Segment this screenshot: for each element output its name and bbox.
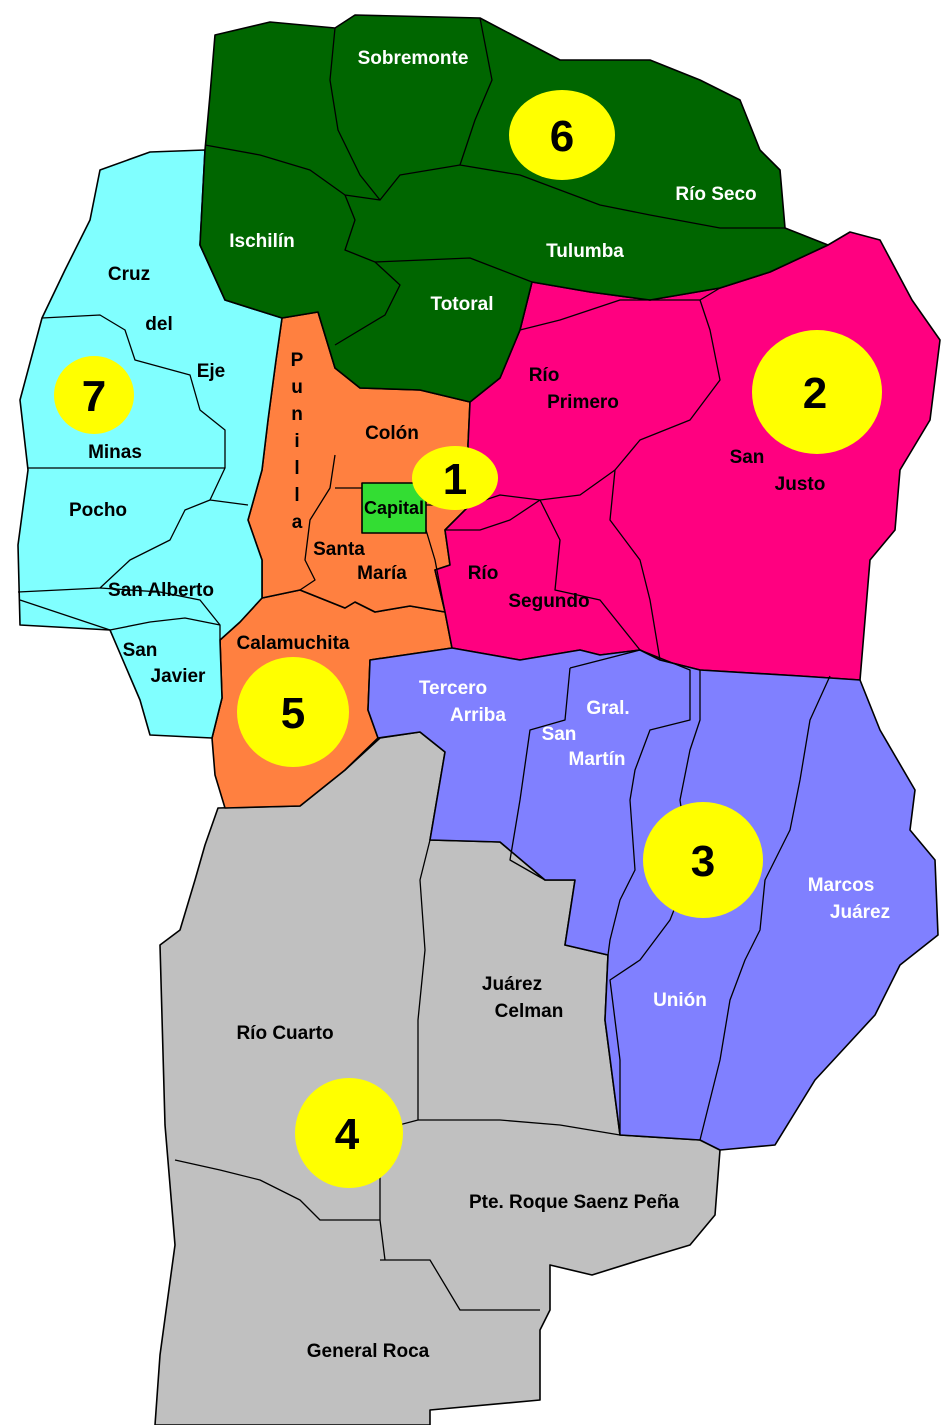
label-gral-1: Gral. [586,698,629,719]
label-sobremonte: Sobremonte [358,48,469,69]
department-borders [17,17,831,1311]
label-gral-2: San [542,724,577,745]
label-gral-3: Martín [569,749,626,770]
label-punilla-letter: l [294,485,299,506]
label-rio-primero-2: Primero [547,392,619,413]
label-union: Unión [653,990,707,1011]
label-juarez-2: Celman [495,1001,564,1022]
label-marcos-2: Juárez [830,902,890,923]
region-marker-1[interactable]: 1 [412,446,498,510]
label-san-alberto: San Alberto [108,580,214,601]
label-santa: Santa [313,539,365,560]
region-3-area[interactable] [367,647,939,1151]
region-marker-label: 2 [803,369,827,418]
department-labels: Sobremonte Río Seco Ischilín Tulumba Tot… [69,48,890,1362]
label-del: del [145,314,172,335]
region-marker-label: 5 [281,689,305,738]
label-san-justo-1: San [730,447,765,468]
label-punilla-letter: l [294,458,299,479]
region-marker-3[interactable]: 3 [643,802,763,918]
label-general-roca: General Roca [307,1341,430,1362]
label-punilla-letter: n [291,404,303,425]
label-javier: Javier [151,666,207,687]
label-eje: Eje [197,361,226,382]
label-cruz: Cruz [108,264,150,285]
label-rio-segundo-2: Segundo [508,591,589,612]
region-marker-label: 1 [443,455,467,504]
label-rio-cuarto: Río Cuarto [236,1023,333,1044]
region-markers: 1 2 3 4 5 6 7 [54,90,882,1188]
label-tulumba: Tulumba [546,241,624,262]
label-tercero-2: Arriba [450,705,506,726]
region-marker-4[interactable]: 4 [295,1078,403,1188]
label-roque-saenz-pena: Pte. Roque Saenz Peña [469,1192,680,1213]
label-pocho: Pocho [69,500,127,521]
region-marker-label: 7 [82,372,106,421]
region-marker-5[interactable]: 5 [237,657,349,767]
label-san-justo-2: Justo [775,474,826,495]
region-marker-label: 6 [550,112,574,161]
label-rio-primero-1: Río [529,365,560,386]
label-punilla-letter: a [292,512,303,533]
label-totoral: Totoral [431,294,494,315]
capital-area[interactable] [361,482,427,534]
region-marker-6[interactable]: 6 [509,90,615,180]
label-marcos-1: Marcos [808,875,875,896]
label-maria: María [357,563,407,584]
label-san: San [123,640,158,661]
label-punilla-letter: P [291,350,304,371]
region-marker-label: 3 [691,837,715,886]
label-tercero-1: Tercero [419,678,487,699]
label-punilla-letter: i [294,431,299,452]
region-marker-label: 4 [335,1110,360,1159]
label-calamuchita: Calamuchita [237,633,350,654]
label-rio-seco: Río Seco [675,184,756,205]
label-juarez-1: Juárez [482,974,542,995]
label-punilla-letter: u [291,377,303,398]
label-ischilin: Ischilín [229,231,294,252]
label-colon: Colón [365,423,419,444]
label-capital: Capital [364,498,424,518]
label-minas: Minas [88,442,142,463]
label-rio-segundo-1: Río [468,563,499,584]
region-marker-7[interactable]: 7 [54,356,134,434]
region-marker-2[interactable]: 2 [752,330,882,454]
